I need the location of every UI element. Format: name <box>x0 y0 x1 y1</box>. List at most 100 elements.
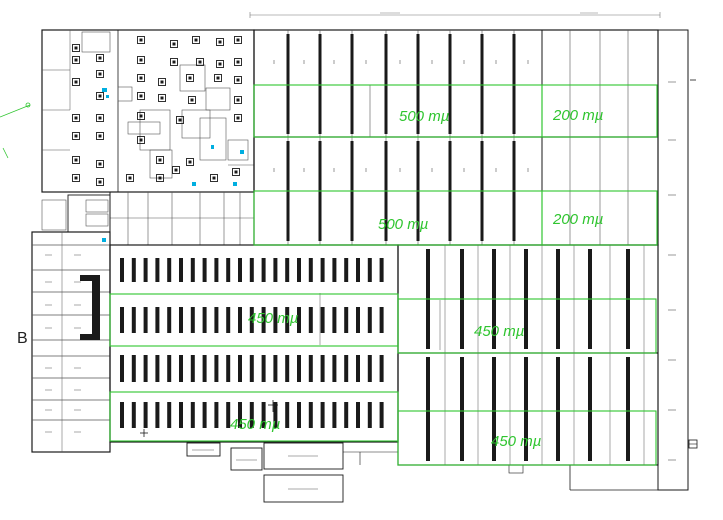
equipment-core <box>174 168 178 172</box>
transfer-rooms <box>41 191 255 246</box>
rack-bar <box>143 307 148 333</box>
outside-marker <box>0 102 31 159</box>
rack-bar <box>308 355 313 382</box>
equipment-unit <box>137 36 145 44</box>
rack-bar <box>367 402 372 428</box>
rack-bar <box>285 307 290 333</box>
equipment-unit <box>172 166 180 174</box>
equipment-core <box>139 114 143 118</box>
rack-bar <box>356 307 360 333</box>
equipment-unit <box>188 96 196 104</box>
rack-hall-column-mark <box>140 400 278 437</box>
rack-bar <box>249 258 254 282</box>
rack-bar <box>249 355 254 382</box>
zone-label-500-top: 500 тµ <box>399 108 449 125</box>
top-dimension-line <box>249 12 661 18</box>
equipment-unit <box>72 132 80 140</box>
equipment-unit <box>72 156 80 164</box>
bay-pier <box>318 34 322 134</box>
equipment-core <box>178 118 182 122</box>
rack-bar <box>120 402 124 428</box>
rack-bar <box>344 355 349 382</box>
rack-bar <box>273 355 278 382</box>
equipment-core <box>236 98 240 102</box>
se-bay-pier <box>626 357 630 461</box>
south-annex <box>186 442 524 503</box>
equipment-unit <box>137 56 145 64</box>
bay-pier <box>448 34 452 134</box>
bay-pier <box>384 34 388 134</box>
se-bay-pier <box>460 357 464 461</box>
rack-bar <box>190 355 195 382</box>
rack-bar <box>131 402 136 428</box>
bay-pier <box>416 34 420 134</box>
zone-label-450-left-lower: 450 тµ <box>230 416 280 433</box>
zone-label-450-left-upper: 450 тµ <box>248 310 298 327</box>
equipment-unit <box>234 58 242 66</box>
rack-bar <box>155 307 160 333</box>
rack-bar <box>155 402 160 428</box>
equipment-core <box>139 138 143 142</box>
rack-bar <box>202 402 207 428</box>
equipment-unit <box>158 78 166 86</box>
rack-bar <box>356 355 360 382</box>
rack-bar <box>131 258 136 282</box>
bay-pier <box>350 34 354 134</box>
equipment-core <box>236 116 240 120</box>
equipment-unit <box>72 78 80 86</box>
rack-bar <box>167 355 172 382</box>
rack-bar <box>249 307 254 333</box>
equipment-unit <box>170 58 178 66</box>
rack-bar <box>238 307 242 333</box>
equipment-core <box>160 80 164 84</box>
equipment-unit <box>137 112 145 120</box>
annex-box-labels <box>192 449 318 490</box>
equipment-unit <box>196 58 204 66</box>
equipment-core <box>236 38 240 42</box>
rack-bar <box>226 355 231 382</box>
rack-bar <box>285 258 290 282</box>
rack-bar <box>179 258 183 282</box>
rack-bar <box>379 258 384 282</box>
equipment-unit <box>96 132 104 140</box>
bay-pier <box>480 34 484 134</box>
rack-bar <box>332 307 337 333</box>
equipment-core <box>128 176 132 180</box>
zone-outline-200-top <box>541 84 658 138</box>
rack-bar <box>320 355 325 382</box>
stair-core <box>92 275 100 340</box>
rack-bar <box>179 355 183 382</box>
zone-label-200-mid: 200 тµ <box>552 211 603 228</box>
equipment-unit <box>170 40 178 48</box>
equipment-core <box>188 76 192 80</box>
equipment-unit <box>137 74 145 82</box>
equipment-core <box>160 96 164 100</box>
equipment-core <box>158 158 162 162</box>
rack-bar <box>238 402 242 428</box>
rack-bar <box>285 355 290 382</box>
equipment-core <box>98 56 102 60</box>
rack-bar <box>167 258 172 282</box>
equipment-core <box>74 58 78 62</box>
equipment-unit <box>158 94 166 102</box>
equipment-unit <box>186 74 194 82</box>
bay-pier <box>286 34 290 134</box>
rack-bar <box>179 307 183 333</box>
rack-bar <box>297 402 301 428</box>
rack-bar <box>190 258 195 282</box>
rack-bar <box>214 307 219 333</box>
equipment-core <box>98 134 102 138</box>
equipment-core <box>139 58 143 62</box>
west-office-strip <box>31 231 111 453</box>
equipment-unit <box>156 156 164 164</box>
rack-bar <box>320 402 325 428</box>
rack-bar <box>120 307 124 333</box>
equipment-unit <box>72 56 80 64</box>
rack-bar <box>226 307 231 333</box>
rack-bar <box>167 307 172 333</box>
se-bay-pier <box>556 357 560 461</box>
rack-bar <box>226 258 231 282</box>
equipment-unit <box>232 168 240 176</box>
equipment-core <box>74 158 78 162</box>
